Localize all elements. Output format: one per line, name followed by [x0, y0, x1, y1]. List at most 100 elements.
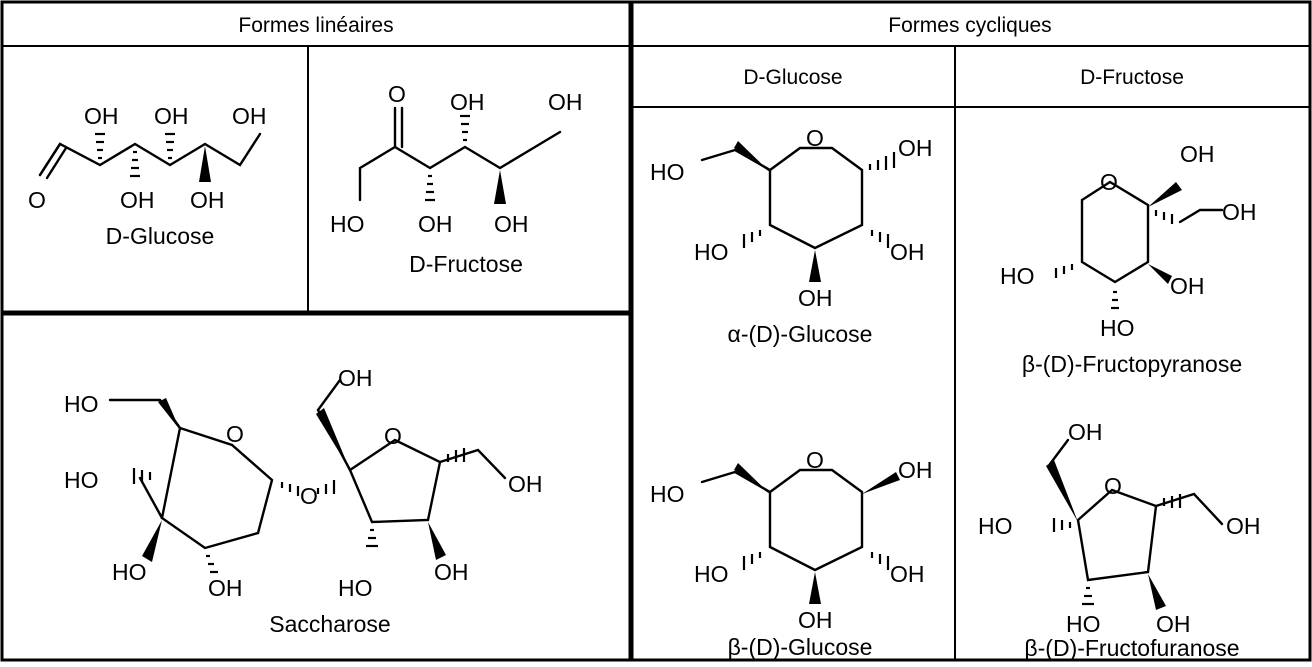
- atom-label-ho: HO: [64, 391, 99, 417]
- hash-bond: [1111, 290, 1119, 310]
- atom-label-oh: OH: [890, 561, 925, 587]
- atom-label-ho: HO: [1066, 611, 1101, 637]
- hash-bond: [870, 552, 890, 570]
- atom-label-o: O: [28, 187, 46, 213]
- beta-fructopyranose-structure: O OH OH HO OH HO β-(D)-Fructopyranose: [1000, 141, 1257, 377]
- wedge-bond: [1148, 264, 1172, 284]
- caption-linear-fructose: D-Fructose: [409, 251, 523, 277]
- atom-label-oh: OH: [1156, 611, 1191, 637]
- beta-fructofuranose-structure: OH O HO OH HO OH β-(D)-Fructofuranose: [978, 419, 1261, 661]
- hash-bond: [742, 552, 762, 570]
- wedge-bond: [428, 522, 446, 560]
- hash-bond: [460, 114, 470, 142]
- hash-bond: [165, 132, 175, 160]
- atom-label-o: O: [806, 125, 824, 151]
- caption-beta-glucose: β-(D)-Glucose: [728, 634, 873, 660]
- atom-label-oh: OH: [798, 285, 833, 311]
- atom-label-ho: HO: [1100, 315, 1135, 341]
- hash-bond: [130, 150, 140, 178]
- wedge-bond: [1148, 574, 1166, 610]
- header-cyclic: Formes cycliques: [888, 14, 1051, 37]
- wedge-bond: [734, 141, 770, 172]
- linear-glucose-structure: OH OH OH O OH OH D-Glucose: [28, 103, 267, 249]
- atom-label-o: O: [300, 483, 318, 509]
- caption-alpha-glucose: α-(D)-Glucose: [728, 321, 873, 347]
- atom-label-oh: OH: [418, 211, 453, 237]
- hash-bond: [366, 528, 378, 548]
- atom-label-oh: OH: [898, 457, 933, 483]
- hash-bond: [206, 554, 218, 574]
- atom-label-oh: OH: [1226, 513, 1261, 539]
- atom-label-ho: HO: [650, 481, 685, 507]
- atom-label-oh: OH: [450, 89, 485, 115]
- atom-label-o: O: [226, 421, 244, 447]
- caption-linear-glucose: D-Glucose: [106, 223, 215, 249]
- atom-label-oh: OH: [120, 187, 155, 213]
- hash-bond: [870, 230, 890, 248]
- atom-label-ho: HO: [650, 159, 685, 185]
- wedge-bond: [862, 472, 900, 494]
- alpha-glucose-structure: O HO OH HO OH OH α-(D)-Glucose: [650, 125, 933, 347]
- hash-bond: [425, 174, 435, 202]
- hash-bond: [868, 152, 896, 170]
- wedge-bond: [142, 520, 162, 562]
- atom-label-oh: OH: [798, 607, 833, 633]
- atom-label-oh: OH: [84, 103, 119, 129]
- atom-label-o: O: [806, 447, 824, 473]
- atom-label-ho: HO: [694, 239, 729, 265]
- hash-bond: [1082, 586, 1094, 606]
- atom-label-o: O: [1104, 473, 1122, 499]
- atom-label-oh: OH: [338, 365, 373, 391]
- hash-bond: [316, 480, 336, 494]
- atom-label-oh: OH: [548, 89, 583, 115]
- caption-beta-fructofuranose: β-(D)-Fructofuranose: [1024, 635, 1239, 661]
- atom-label-oh: OH: [1170, 273, 1205, 299]
- atom-label-o: O: [1100, 169, 1118, 195]
- atom-label-o: O: [388, 81, 406, 107]
- wedge-bond: [1046, 460, 1078, 522]
- hash-bond: [95, 132, 105, 160]
- wedge-bond: [158, 398, 180, 430]
- atom-label-ho: HO: [64, 467, 99, 493]
- wedge-bond: [734, 463, 770, 494]
- hash-bond: [1054, 264, 1074, 278]
- header-glucose-column: D-Glucose: [743, 66, 842, 89]
- atom-label-ho: HO: [338, 575, 373, 601]
- wedge-bond: [1148, 182, 1182, 207]
- atom-label-ho: HO: [330, 211, 365, 237]
- atom-label-oh: OH: [494, 211, 529, 237]
- wedge-bond: [809, 250, 821, 282]
- atom-label-o: O: [384, 423, 402, 449]
- header-fructose-column: D-Fructose: [1080, 66, 1184, 89]
- hash-bond: [280, 482, 300, 496]
- atom-label-oh: OH: [190, 187, 225, 213]
- hash-bond: [1162, 494, 1182, 508]
- atom-label-oh: OH: [208, 575, 243, 601]
- beta-glucose-structure: O HO OH HO OH OH β-(D)-Glucose: [650, 447, 933, 660]
- wedge-bond: [494, 170, 506, 204]
- wedge-bond: [809, 572, 821, 604]
- atom-label-oh: OH: [1068, 419, 1103, 445]
- linear-fructose-structure: O OH OH HO OH OH D-Fructose: [330, 81, 583, 277]
- atom-label-ho: HO: [694, 561, 729, 587]
- atom-label-ho: HO: [978, 513, 1013, 539]
- saccharose-structure: HO O HO O OH O OH HO OH HO OH Saccharose: [64, 365, 543, 637]
- atom-label-oh: OH: [232, 103, 267, 129]
- hash-bond: [1052, 518, 1072, 532]
- hash-bond: [132, 468, 152, 484]
- caption-saccharose: Saccharose: [269, 611, 390, 637]
- atom-label-ho: HO: [112, 559, 147, 585]
- atom-label-ho: HO: [1000, 263, 1035, 289]
- atom-label-oh: OH: [1180, 141, 1215, 167]
- atom-label-oh: OH: [154, 103, 189, 129]
- hash-bond: [446, 448, 466, 462]
- wedge-bond: [316, 408, 350, 470]
- atom-label-oh: OH: [1222, 199, 1257, 225]
- atom-label-oh: OH: [434, 559, 469, 585]
- hash-bond: [1154, 210, 1174, 224]
- wedge-bond: [199, 146, 211, 182]
- atom-label-oh: OH: [898, 135, 933, 161]
